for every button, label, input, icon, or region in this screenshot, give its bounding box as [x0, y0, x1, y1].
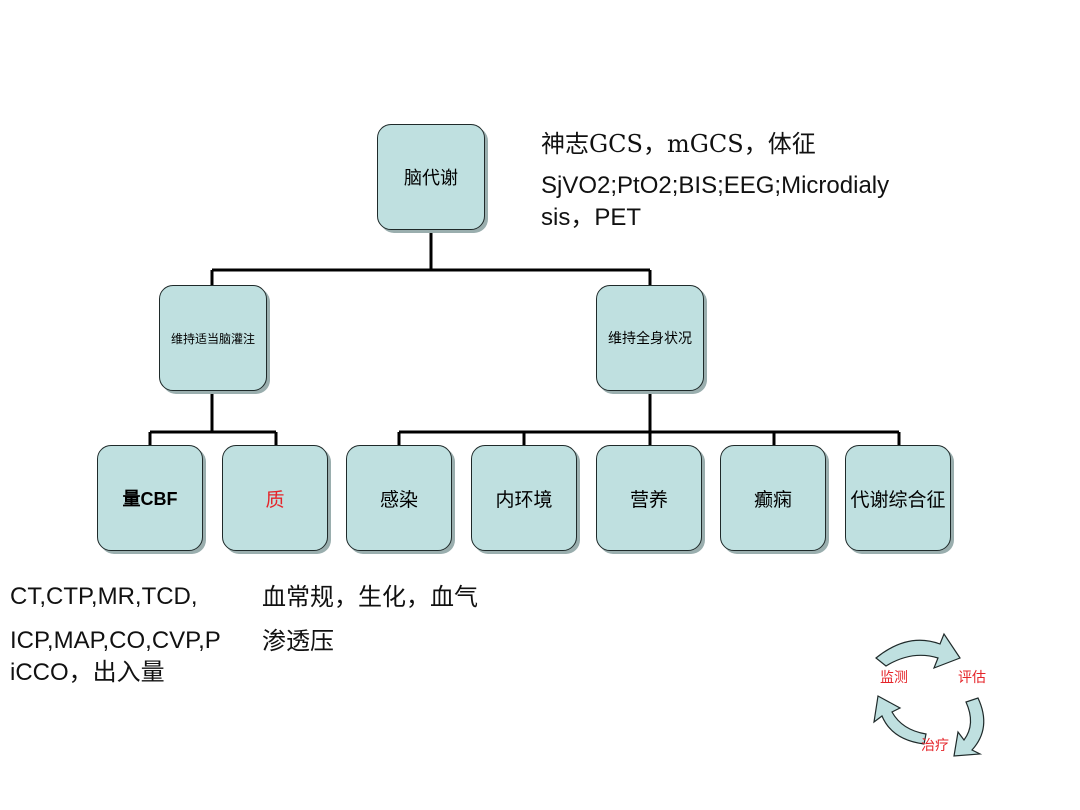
connector-left — [148, 391, 278, 445]
node-perfusion-label: 维持适当脑灌注 — [170, 331, 255, 346]
note-left-line3: iCCO，出入量 — [10, 659, 165, 686]
note-left-line2: ICP,MAP,CO,CVP,P — [10, 627, 221, 654]
node-systemic-label: 维持全身状况 — [608, 331, 692, 347]
node-cbf-label: 量CBF — [122, 489, 178, 509]
node-nutrition: 营养 — [596, 445, 702, 551]
node-internal-env-label: 内环境 — [495, 488, 553, 511]
node-nutrition-label: 营养 — [629, 488, 668, 511]
node-internal-env: 内环境 — [471, 445, 577, 551]
node-perfusion: 维持适当脑灌注 — [159, 285, 267, 391]
cycle-label-assess: 评估 — [958, 670, 986, 686]
cycle-label-treat: 治疗 — [921, 738, 949, 754]
cycle-arrow-left-icon — [873, 695, 927, 745]
node-root-label: 脑代谢 — [404, 168, 458, 189]
node-epilepsy-label: 癫痫 — [753, 488, 792, 511]
note-mid-line1: 血常规，生化，血气 — [262, 583, 478, 611]
node-systemic: 维持全身状况 — [596, 285, 704, 391]
node-quality: 质 — [222, 445, 328, 551]
connector-root — [210, 230, 652, 285]
cycle-arrow-right-icon — [953, 697, 985, 757]
note-top-line1: 神志GCS，mGCS，体征 — [541, 130, 816, 158]
cycle-arrow-top-icon — [875, 632, 961, 670]
note-left-line1: CT,CTP,MR,TCD, — [10, 583, 198, 610]
connector-right — [397, 391, 901, 445]
node-metabolic-syndrome: 代谢综合征 — [845, 445, 951, 551]
note-left: CT,CTP,MR,TCD, ICP,MAP,CO,CVP,P iCCO，出入量 — [10, 581, 221, 689]
node-metabolic-syndrome-label: 代谢综合征 — [850, 488, 946, 511]
cycle-label-monitor: 监测 — [880, 670, 908, 686]
note-mid: 血常规，生化，血气 渗透压 — [262, 581, 478, 657]
cycle-graphic — [873, 632, 985, 757]
node-infection-label: 感染 — [379, 488, 418, 511]
note-mid-line2: 渗透压 — [262, 627, 334, 655]
note-top-line2a: SjVO2;PtO2;BIS;EEG;Microdialy — [541, 172, 890, 199]
node-infection: 感染 — [346, 445, 452, 551]
node-quality-label: 质 — [265, 488, 285, 511]
note-top-line2b: sis，PET — [541, 204, 642, 231]
node-cbf: 量CBF — [97, 445, 203, 551]
node-epilepsy: 癫痫 — [720, 445, 826, 551]
note-top: 神志GCS，mGCS，体征 SjVO2;PtO2;BIS;EEG;Microdi… — [541, 128, 889, 234]
node-root: 脑代谢 — [377, 124, 485, 230]
